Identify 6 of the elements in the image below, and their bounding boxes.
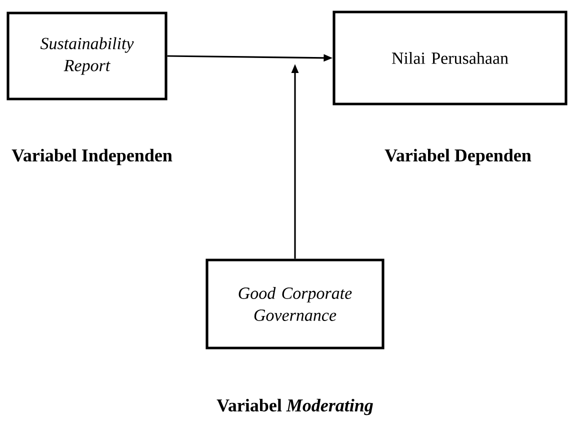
variable-label: Variabel Moderating — [216, 398, 373, 416]
variable-box: Nilai Perusahaan — [332, 10, 568, 106]
variable-label: Variabel Independen — [12, 148, 172, 166]
variable-box: Sustainability Report — [6, 12, 168, 100]
variable-label: Variabel Dependen — [384, 148, 532, 166]
variable-box: Good Corporate Governance — [206, 258, 384, 350]
